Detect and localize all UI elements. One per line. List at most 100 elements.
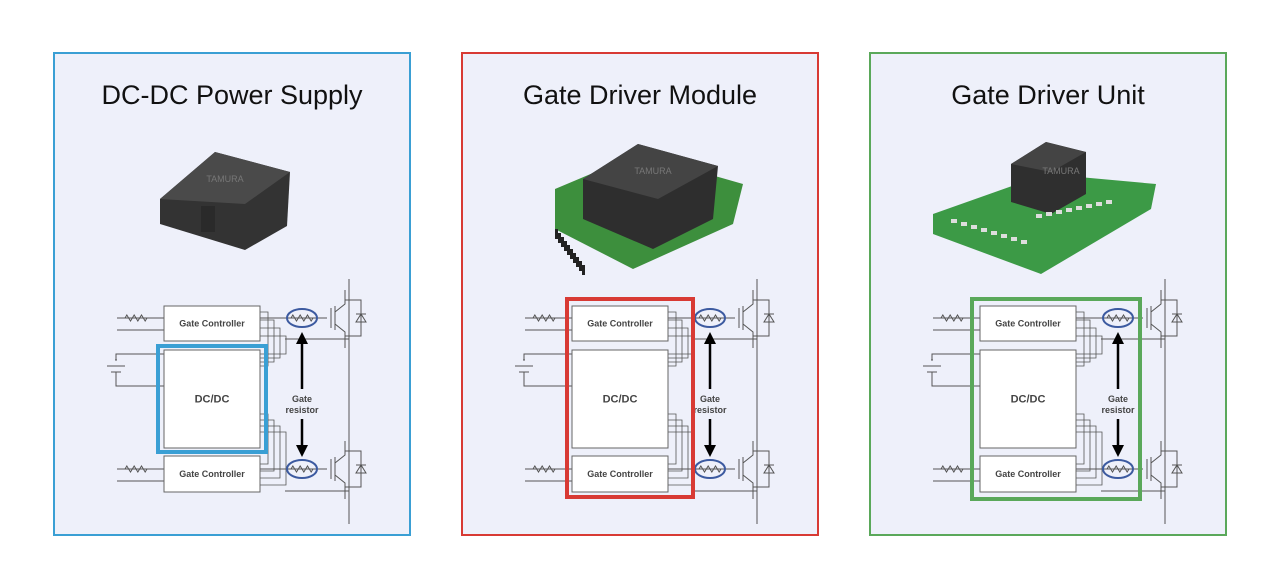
gate-resistor-ellipse [286, 459, 318, 479]
pin [558, 233, 561, 243]
product-logo: TAMURA [634, 166, 671, 176]
resistor-symbol [124, 314, 148, 322]
connection-wire [1076, 311, 1085, 367]
connection-wire [668, 311, 677, 367]
component [961, 222, 967, 226]
resistor-symbol [1106, 314, 1130, 322]
panel-title: Gate Driver Unit [951, 80, 1145, 110]
dcdc-block-label: DC/DC [1011, 394, 1046, 406]
gate-controller-bottom-label: Gate Controller [587, 469, 653, 479]
gate-resistor-label: resistor [285, 405, 319, 415]
dcdc-block [163, 349, 261, 449]
component [991, 231, 997, 235]
resistor-symbol [124, 465, 148, 473]
diode-leads [1161, 450, 1178, 488]
gate-controller-bottom-label: Gate Controller [179, 469, 245, 479]
resistor-symbol [1106, 465, 1130, 473]
igbt-leads [1150, 441, 1162, 499]
product-photo-dcdc-module: TAMURA [160, 152, 290, 250]
component [1001, 234, 1007, 238]
diode-symbol [1171, 464, 1183, 474]
product-logo: TAMURA [1042, 166, 1079, 176]
dcdc-block-label: DC/DC [195, 394, 230, 406]
resistor-symbol [940, 314, 964, 322]
component [1021, 240, 1027, 244]
component [1086, 204, 1092, 208]
component [1106, 200, 1112, 204]
gate-resistor-label: Gate [700, 394, 720, 404]
pin [582, 265, 585, 275]
connection-wire [1076, 413, 1085, 465]
diode-leads [753, 299, 770, 337]
gate-resistor-label: resistor [693, 405, 727, 415]
diode-leads [753, 450, 770, 488]
gate-resistor-ellipse [286, 308, 318, 328]
component [1056, 210, 1062, 214]
panel-title: Gate Driver Module [522, 80, 758, 110]
connection-wire [668, 431, 695, 486]
igbt-leads [742, 441, 754, 499]
diode-symbol [355, 464, 367, 474]
connection-wire [1076, 425, 1097, 479]
pcb [933, 174, 1156, 274]
component [951, 219, 957, 223]
component [1011, 237, 1017, 241]
diode-symbol [1171, 313, 1183, 323]
product-logo: TAMURA [206, 174, 243, 184]
gate-resistor-ellipse [1102, 308, 1134, 328]
diode-leads [345, 299, 362, 337]
pin [567, 245, 570, 255]
pin [573, 253, 576, 263]
gate-resistor-label: Gate [292, 394, 312, 404]
panel-dcdc-power-supply: DC-DC Power Supply TAMURA Gate Controller… [53, 52, 411, 536]
igbt-leads [742, 290, 754, 348]
gate-resistor-label: resistor [1101, 405, 1135, 415]
battery-symbol [107, 353, 164, 387]
module-top [160, 152, 290, 204]
connection-wire [1076, 335, 1103, 355]
gate-controller-top [163, 305, 261, 342]
resistor-symbol [532, 314, 556, 322]
battery-symbol [515, 353, 572, 387]
highlight-box [156, 344, 268, 454]
dcdc-block-label: DC/DC [603, 394, 638, 406]
resistor-symbol [698, 465, 722, 473]
panel-title: DC-DC Power Supply [101, 80, 363, 110]
diode-symbol [763, 464, 775, 474]
panel-gate-driver-module: Gate Driver Module TAMURA Gate Controller… [461, 52, 819, 536]
module-top [1011, 142, 1086, 172]
connection-wire [260, 425, 281, 479]
gate-controller-top-label: Gate Controller [995, 319, 1061, 329]
highlight-box [970, 297, 1142, 501]
pin [570, 249, 573, 259]
pin [555, 229, 558, 239]
connection-wire [1076, 327, 1097, 359]
module-top [583, 144, 718, 199]
component [1096, 202, 1102, 206]
component [1036, 214, 1042, 218]
module-notch [201, 206, 215, 232]
gate-controller-bottom [571, 455, 669, 493]
connection-wire [260, 335, 287, 355]
gate-resistor-ellipse [1102, 459, 1134, 479]
pin [564, 241, 567, 251]
diode-leads [345, 450, 362, 488]
connection-wire [260, 431, 287, 486]
connection-wire [668, 335, 695, 355]
resistor-symbol [290, 465, 314, 473]
dcdc-block [979, 349, 1077, 449]
connection-wire [260, 327, 281, 359]
gate-resistor-label: Gate [1108, 394, 1128, 404]
gate-controller-bottom-label: Gate Controller [995, 469, 1061, 479]
pin [561, 237, 564, 247]
component [971, 225, 977, 229]
component [1076, 206, 1082, 210]
component [1046, 212, 1052, 216]
igbt-leads [334, 441, 346, 499]
